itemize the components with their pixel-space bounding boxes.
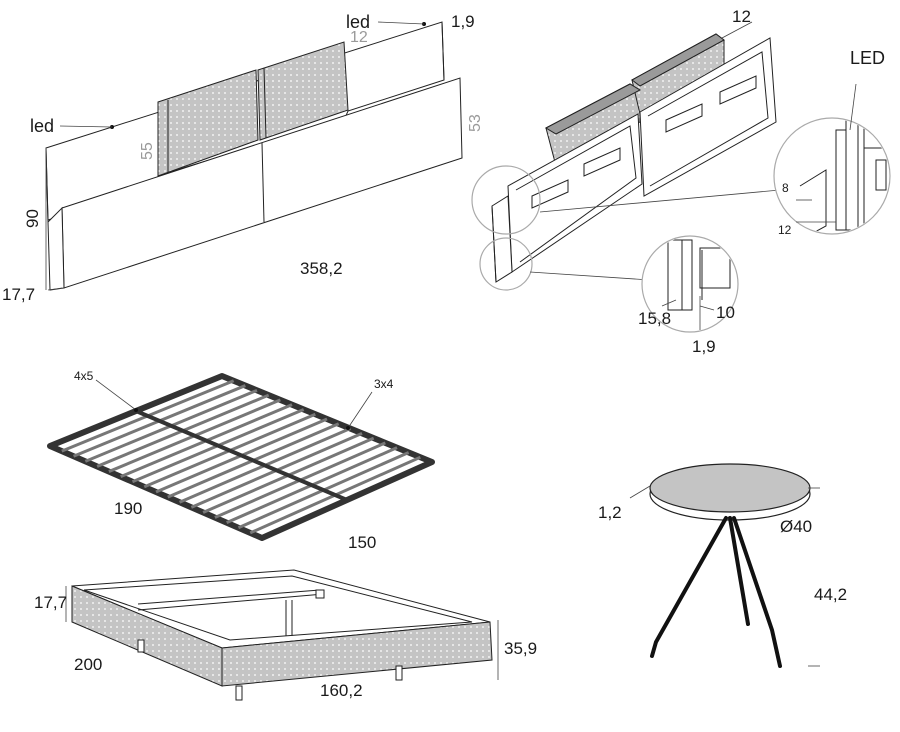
table-top — [649, 463, 811, 513]
thickness-label: 1,9 — [451, 12, 475, 31]
cushion-left — [157, 69, 259, 177]
bed-frame-drawing: 17,7 200 160,2 35,9 — [34, 569, 537, 701]
slat-width-label: 150 — [348, 533, 376, 552]
detail-1-9-label: 1,9 — [692, 337, 716, 356]
frame-length-label: 200 — [74, 655, 102, 674]
slat-length-label: 190 — [114, 499, 142, 518]
top-depth-label: 12 — [732, 7, 751, 26]
base-height-label: 17,7 — [2, 285, 35, 304]
table-diameter-label: Ø40 — [780, 517, 812, 536]
table-height-label: 44,2 — [814, 585, 847, 604]
detail-10-label: 10 — [716, 303, 735, 322]
detail-15-8-label: 15,8 — [638, 309, 671, 328]
base-side — [47, 206, 65, 291]
table-leg-left — [650, 516, 728, 658]
slatted-base-drawing: 4x5 3x4 190 150 — [47, 369, 435, 552]
frame-height-top-label: 17,7 — [34, 593, 67, 612]
slat-3x4-label: 3x4 — [374, 377, 394, 391]
frame-side-front — [221, 621, 493, 687]
panel-height-label: 53 — [467, 114, 484, 132]
frame-width-label: 160,2 — [320, 681, 363, 700]
frame-total-height-label: 35,9 — [504, 639, 537, 658]
panel-3d-right — [639, 37, 777, 197]
slat-4x5-label: 4x5 — [74, 369, 94, 383]
detail-12-label: 12 — [778, 223, 792, 237]
led-left-label: led — [30, 116, 54, 136]
width-label: 358,2 — [300, 259, 343, 278]
cushion-right — [257, 41, 349, 141]
led-top-label: led — [346, 12, 370, 32]
detail-8-label: 8 — [782, 181, 789, 195]
cushion-height-label: 55 — [139, 142, 156, 160]
center-beam — [135, 409, 348, 502]
side-table-drawing: 1,2 Ø40 44,2 — [598, 463, 847, 668]
table-leg-middle — [728, 516, 750, 626]
panel-depth-label: 12 — [350, 29, 368, 46]
led-label: LED — [850, 48, 885, 68]
total-height-label: 90 — [23, 209, 42, 228]
table-thickness-label: 1,2 — [598, 503, 622, 522]
headboard-3d-drawing: 12 LED 8 12 15,8 10 1,9 — [471, 7, 891, 356]
headboard-flat-drawing: led led 1,9 12 55 53 90 17,7 358,2 — [2, 12, 484, 304]
table-leg-right — [732, 516, 782, 668]
